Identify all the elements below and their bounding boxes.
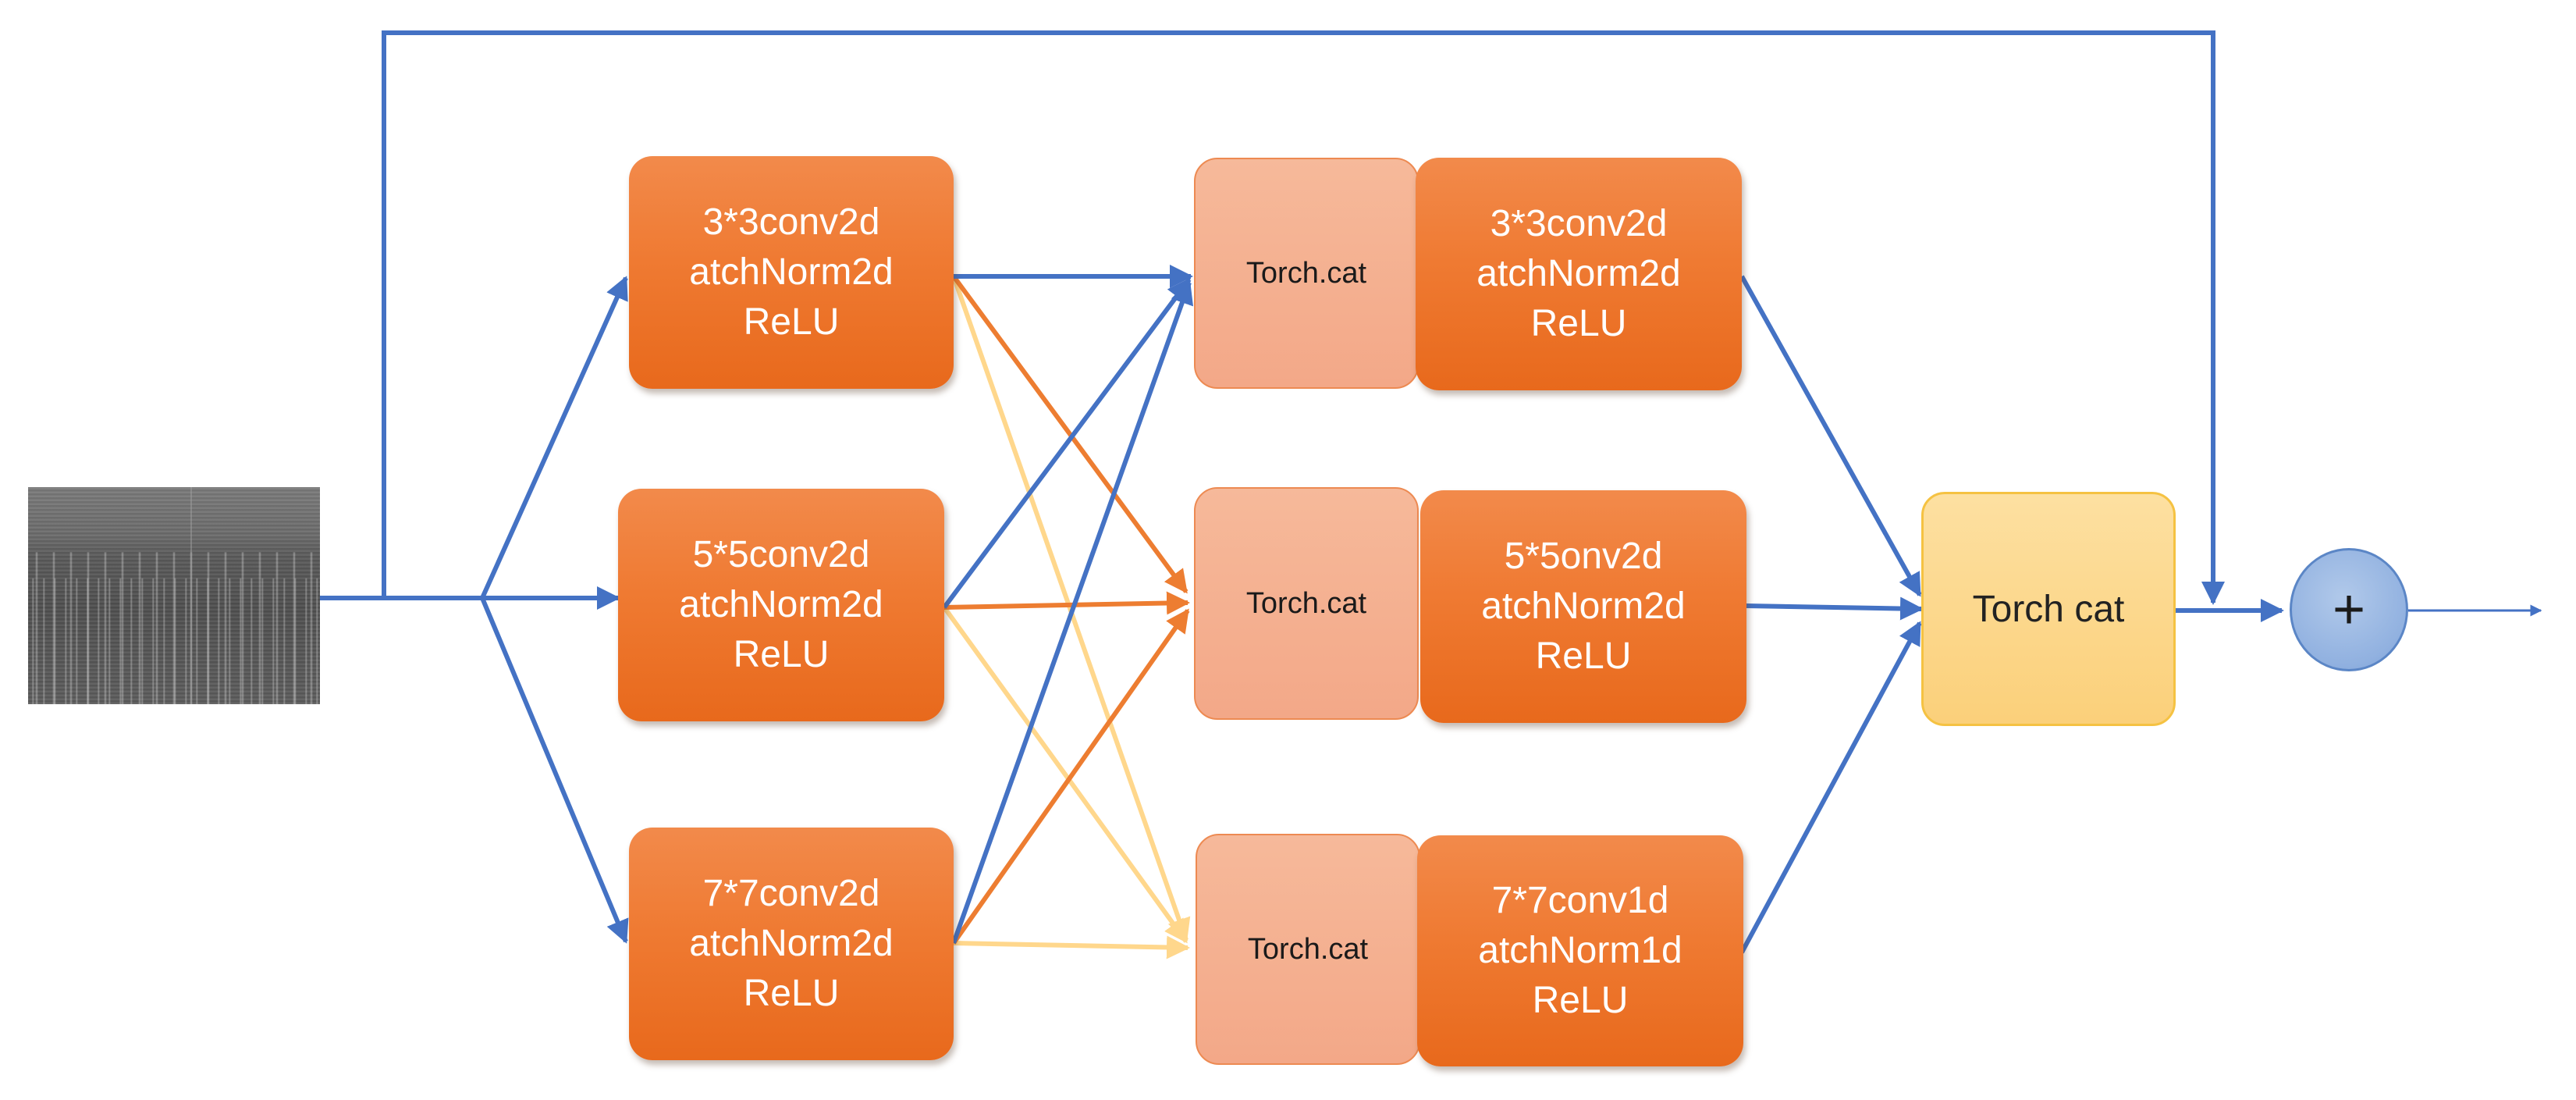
conv-block-line: atchNorm2d [1476,253,1681,294]
spectrogram-image [28,487,320,704]
conv-block-line: atchNorm2d [1481,586,1686,627]
concat-node-3: Torch.cat [1196,834,1420,1065]
conv-block-stage2-3x3: 3*3conv2d atchNorm2d ReLU [1416,158,1742,390]
conv-block-stage2-5x5: 5*5onv2d atchNorm2d ReLU [1420,490,1746,723]
conv-block-line: 7*7conv1d [1491,880,1669,921]
concat-label: Torch.cat [1245,256,1367,290]
conv-block-line: atchNorm2d [689,251,894,293]
conv-block-line: atchNorm2d [689,923,894,964]
arrow-b3-to-cat3 [953,935,1190,959]
arrow-stage2-2-to-final [1746,596,1924,621]
conv-block-3x3: 3*3conv2d atchNorm2d ReLU [629,156,954,389]
arrow-b3-to-cat1 [951,280,1194,945]
conv-block-line: atchNorm1d [1478,930,1682,971]
arrow-stage2-1-to-final [1739,275,1922,597]
conv-block-line: ReLU [743,301,840,343]
concat-label: Torch.cat [1247,932,1369,966]
conv-block-line: ReLU [1535,635,1632,677]
skip-connection-line [382,30,2225,605]
sum-node: + [2290,548,2408,671]
arrow-b2-to-cat3 [942,606,1189,944]
arrow-b1-to-cat3 [951,276,1191,942]
concat-label: Torch.cat [1245,586,1367,620]
arrow-b1-to-cat2 [951,275,1189,594]
conv-block-stage2-7x7: 7*7conv1d atchNorm1d ReLU [1417,835,1743,1066]
conv-block-line: 7*7conv2d [702,873,880,914]
arrow-stage2-3-to-final [1739,621,1922,954]
concat-node-2: Torch.cat [1194,487,1419,720]
arrow-b3-to-cat2 [951,608,1190,945]
conv-block-line: 3*3conv2d [1490,203,1668,244]
conv-block-line: ReLU [1530,303,1627,344]
conv-block-line: 5*5conv2d [692,534,870,575]
conv-block-line: ReLU [1532,980,1629,1021]
final-concat-label: Torch cat [1972,588,2125,630]
arrow-b2-to-cat1 [942,277,1192,609]
conv-block-5x5: 5*5conv2d atchNorm2d ReLU [618,489,944,721]
conv-block-line: atchNorm2d [679,584,883,625]
arrow-split-to-branch-3 [480,596,629,944]
plus-icon: + [2332,578,2366,641]
arrow-b2-to-cat2 [943,591,1190,615]
conv-block-line: ReLU [743,973,840,1014]
conv-block-line: 5*5onv2d [1504,536,1663,577]
conv-block-line: ReLU [733,634,830,675]
conv-block-7x7: 7*7conv2d atchNorm2d ReLU [629,828,954,1060]
conv-block-line: 3*3conv2d [702,201,880,243]
concat-node-1: Torch.cat [1194,158,1419,389]
arrow-split-to-branch-1 [480,276,628,600]
final-concat-node: Torch cat [1921,492,2176,726]
